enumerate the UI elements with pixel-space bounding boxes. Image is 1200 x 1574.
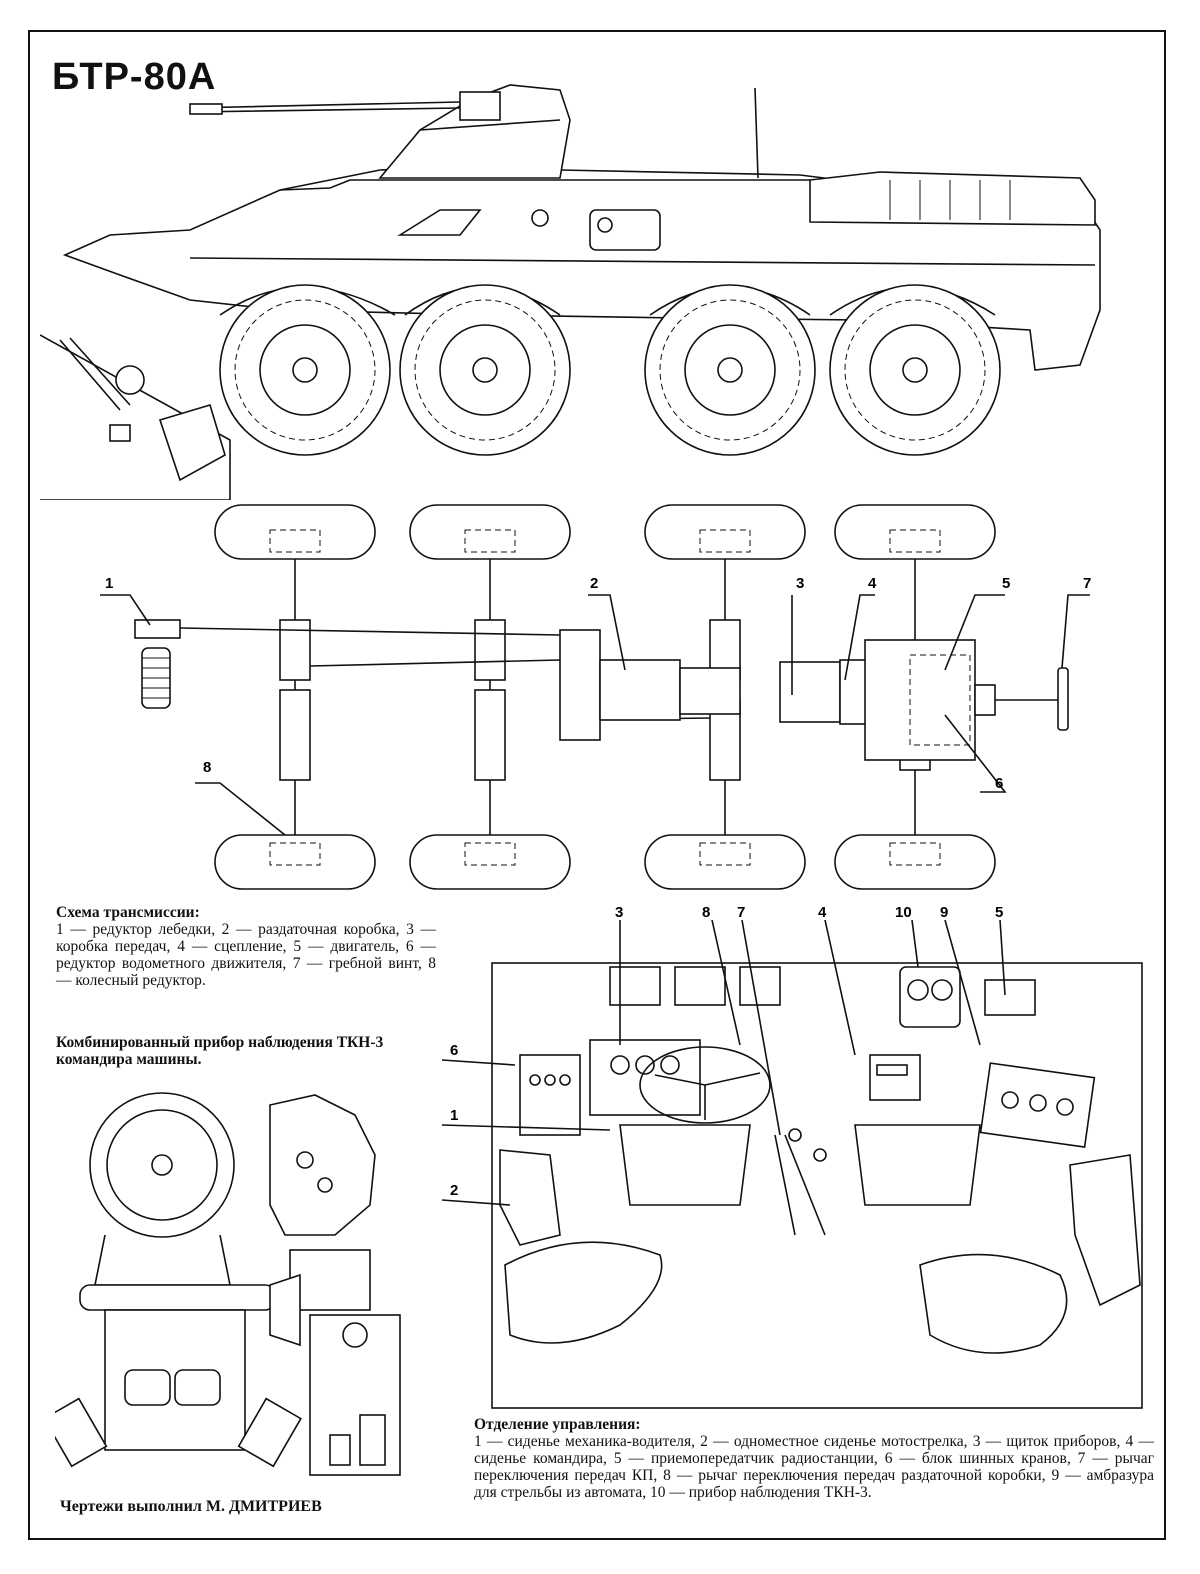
interior-callout-2: 2 [450,1182,458,1199]
rifleman-seat-back [499,1149,561,1246]
wheel-top-1 [214,504,376,560]
interior-callout-3: 3 [615,905,623,921]
page-title: БТР-80А [52,56,217,98]
transmission-caption-text: 1 — редуктор лебедки, 2 — раздаточная ко… [56,921,436,989]
right-seat [1069,1154,1141,1307]
tkn3-drawings [55,1092,401,1476]
control-compartment-heading: Отделение управления: [474,1416,641,1433]
tkn3-front-view [55,1092,302,1468]
callout-5: 5 [1002,575,1010,592]
callout-4: 4 [868,575,877,592]
tire-valve-block [519,1054,581,1136]
callout-6: 6 [995,775,1003,792]
gearbox-3 [779,661,841,723]
gear-levers [774,1134,826,1236]
instrument-panel [589,1039,701,1116]
interior-callout-8: 8 [702,905,710,921]
drawings-credit: Чертежи выполнил М. ДМИТРИЕВ [60,1498,322,1515]
interior-callout-9: 9 [940,905,948,921]
page-frame [28,30,1166,1540]
transmission-caption: Схема трансмиссии: 1 — редуктор лебедки,… [56,904,436,989]
callout-2: 2 [590,575,598,592]
road-wheel-3 [644,284,816,456]
control-compartment-drawing: 3 8 7 4 10 9 5 6 1 2 [441,905,1143,1409]
interior-callout-1: 1 [450,1107,458,1124]
interior-callout-7: 7 [737,905,745,921]
wheel-top-3 [644,504,806,560]
tkn3-inset-detail [40,334,231,500]
road-wheel-2 [399,284,571,456]
transmission-scheme: 1 2 3 4 5 6 7 8 [100,504,1091,890]
radio-transceiver [869,1054,921,1101]
wheel-top-4 [834,504,996,560]
interior-callout-10: 10 [895,905,912,921]
driver-seat-cushion [504,1241,663,1344]
interior-callout-4: 4 [818,905,827,921]
engine [864,639,976,761]
gearbox [599,659,681,721]
vehicle-side-view [40,84,1101,500]
interior-callout-6: 6 [450,1042,458,1059]
commander-seat-cushion [919,1253,1068,1354]
transfer-box [559,629,601,741]
callout-3: 3 [796,575,804,592]
tkn3-side-view [269,1094,401,1476]
driver-seat-back [619,1124,751,1206]
propeller [1057,667,1069,731]
control-compartment-text: 1 — сиденье механика-водителя, 2 — одном… [474,1433,1154,1501]
callout-7: 7 [1083,575,1091,592]
tkn3-device [899,966,961,1028]
control-compartment-caption: Отделение управления: 1 — сиденье механи… [474,1416,1154,1501]
callout-8: 8 [203,759,211,776]
road-wheel-4 [829,284,1001,456]
callout-1: 1 [105,575,113,592]
transmission-caption-heading: Схема трансмиссии: [56,904,200,921]
steering-wheel [639,1046,771,1124]
road-wheel-1 [219,284,391,456]
tkn3-caption-heading: Комбинированный прибор наблюдения ТКН-3 … [56,1034,384,1068]
winch-reducer [134,619,181,639]
tkn3-caption: Комбинированный прибор наблюдения ТКН-3 … [56,1034,436,1068]
commander-seat-back [854,1124,981,1206]
interior-callout-5: 5 [995,905,1003,921]
wheel-top-2 [409,504,571,560]
